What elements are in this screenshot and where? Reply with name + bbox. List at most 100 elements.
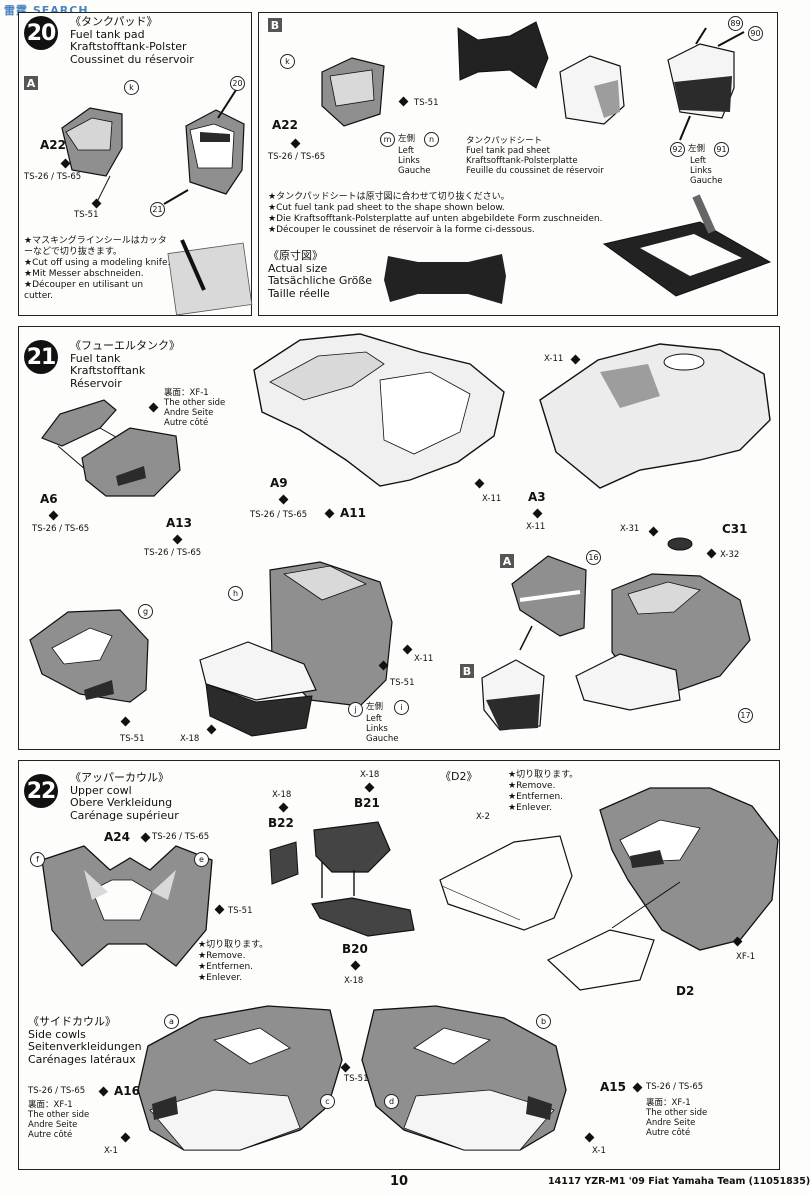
step-22-illustration (41, 787, 779, 1151)
decal-20-label: 20 (230, 76, 245, 91)
cut-en: ★Cut fuel tank pad sheet to the shape sh… (268, 203, 505, 213)
other-de: Andre Seite (646, 1118, 696, 1128)
remove-de: ★Entfernen. (508, 792, 564, 802)
other-de: Andre Seite (164, 408, 214, 418)
part-a6-label: A6 (40, 492, 58, 506)
paint-x1-b: X-1 (592, 1146, 606, 1156)
part-b22-label: B22 (268, 816, 294, 830)
remove-de: ★Entfernen. (198, 962, 254, 972)
part-c-label: c (320, 1094, 335, 1109)
title-jp: 《アッパーカウル》 (70, 771, 169, 784)
left-labels-21: Left Links Gauche (366, 714, 398, 744)
part-a15-label: A15 (600, 1080, 626, 1094)
actual-de: Tatsächliche Größe (268, 274, 373, 287)
other-en: The other side (646, 1108, 708, 1118)
part-a3-label: A3 (528, 490, 546, 504)
other-jp: 裏面：XF-1 (646, 1098, 691, 1108)
paint-ts51-22: TS-51 (228, 906, 253, 916)
part-i-label: i (394, 700, 409, 715)
remove-en: ★Remove. (198, 951, 246, 961)
remove-jp: ★切り取ります。 (198, 940, 269, 950)
paint-x11-d: X-11 (414, 654, 434, 664)
step-22-badge: 22 (24, 774, 58, 808)
step-20-title: 《タンクパッド》 Fuel tank pad Kraftstofftank-Po… (70, 15, 194, 66)
part-a11-label: A11 (340, 506, 366, 520)
part-h-label: h (228, 586, 243, 601)
left-fr: Gauche (366, 734, 399, 744)
section-a-box: A (24, 76, 38, 90)
title-fr: Carénage supérieur (70, 808, 179, 822)
note-en: ★Cut off using a modeling knife. (24, 258, 171, 268)
remove-fr: ★Enlever. (508, 803, 553, 813)
masking-note: ★マスキングラインシールはカッターなどで切り抜きます。 ★Cut off usi… (24, 236, 174, 302)
paint-x18-b: X-18 (360, 770, 380, 780)
step-22-title: 《アッパーカウル》 Upper cowl Obere Verkleidung C… (70, 771, 179, 822)
step-20-illustration (61, 21, 772, 316)
decal-92-label: 92 (670, 142, 685, 157)
title-de: Obere Verkleidung (70, 796, 173, 809)
part-a16-label: A16 (114, 1084, 140, 1098)
cut-note: ★タンクパッドシートは原寸図に合わせて切り抜ください。 ★Cut fuel ta… (268, 192, 602, 236)
side-de: Seitenverkleidungen (28, 1040, 142, 1053)
paint-x1-a: X-1 (104, 1146, 118, 1156)
d2-remove-note: ★切り取ります。 ★Remove. ★Entfernen. ★Enlever. (508, 770, 578, 814)
decal-90-label: 90 (748, 26, 763, 41)
part-g-label: g (138, 604, 153, 619)
paint-ts51-h: TS-51 (390, 678, 415, 688)
part-a24-label: A24 (104, 830, 130, 844)
part-a22-label-b: A22 (272, 118, 298, 132)
decal-16-label: 16 (586, 550, 601, 565)
step-20-badge: 20 (24, 16, 58, 50)
decal-91-label: 91 (714, 142, 729, 157)
paint-x2: X-2 (476, 812, 490, 822)
left-de: Links (366, 724, 388, 734)
other-jp: 裏面：XF-1 (164, 388, 209, 398)
left-en-b2: Left (690, 156, 706, 166)
paint-xf1: XF-1 (736, 952, 756, 962)
d2-title: 《D2》 (440, 770, 478, 783)
paint-x18-c: X-18 (344, 976, 364, 986)
pad-sheet-label: タンクパッドシート Fuel tank pad sheet Kraftsofft… (466, 136, 604, 176)
actual-jp: 《原寸図》 (268, 249, 323, 262)
step-21-badge: 21 (24, 340, 58, 374)
paint-x32: X-32 (720, 550, 740, 560)
part-k-label: k (124, 80, 139, 95)
kit-code: 14117 YZR-M1 '09 Fiat Yamaha Team (11051… (548, 1176, 810, 1187)
left-jp-b2: 左側 (688, 144, 706, 154)
paint-a16: TS-26 / TS-65 (28, 1086, 86, 1096)
part-c31-label: C31 (722, 522, 748, 536)
left-fr: Gauche (398, 166, 431, 176)
part-b20-label: B20 (342, 942, 368, 956)
page-number: 10 (390, 1174, 409, 1189)
other-fr: Autre côté (28, 1130, 73, 1140)
a15-other-side: 裏面：XF-1 The other side Andre Seite Autre… (646, 1098, 707, 1138)
other-jp: 裏面：XF-1 (28, 1100, 73, 1110)
part-m-label: m (380, 132, 395, 147)
paint-ts51-g: TS-51 (120, 734, 145, 744)
side-fr: Carénages latéraux (28, 1052, 136, 1066)
other-side-note: 裏面：XF-1 The other side Andre Seite Autre… (164, 388, 225, 428)
section-b-box-21: B (460, 664, 474, 678)
part-a9-label: A9 (270, 476, 288, 490)
part-a13-label: A13 (166, 516, 192, 530)
paint-ts51-b: TS-51 (414, 98, 439, 108)
sheet-en: Fuel tank pad sheet (466, 146, 550, 156)
part-f-label: f (30, 852, 45, 867)
a16-other-side: 裏面：XF-1 The other side Andre Seite Autre… (28, 1100, 89, 1140)
title-en: Fuel tank (70, 351, 121, 365)
paint-x11-b: X-11 (544, 354, 564, 364)
part-n-label: n (424, 132, 439, 147)
other-en: The other side (164, 398, 226, 408)
part-d-label: d (384, 1094, 399, 1109)
left-de: Links (398, 156, 420, 166)
title-jp: 《フューエルタンク》 (70, 339, 180, 352)
title-fr: Réservoir (70, 376, 122, 390)
part-e-label: e (194, 852, 209, 867)
sheet-fr: Feuille du coussinet de réservoir (466, 166, 604, 176)
paint-a15: TS-26 / TS-65 (646, 1082, 704, 1092)
section-b-box: B (268, 18, 282, 32)
part-a-label: a (164, 1014, 179, 1029)
cut-jp: ★タンクパッドシートは原寸図に合わせて切り抜ください。 (268, 192, 510, 202)
cut-fr: ★Découper le coussinet de réservoir à la… (268, 225, 535, 235)
other-fr: Autre côté (646, 1128, 691, 1138)
